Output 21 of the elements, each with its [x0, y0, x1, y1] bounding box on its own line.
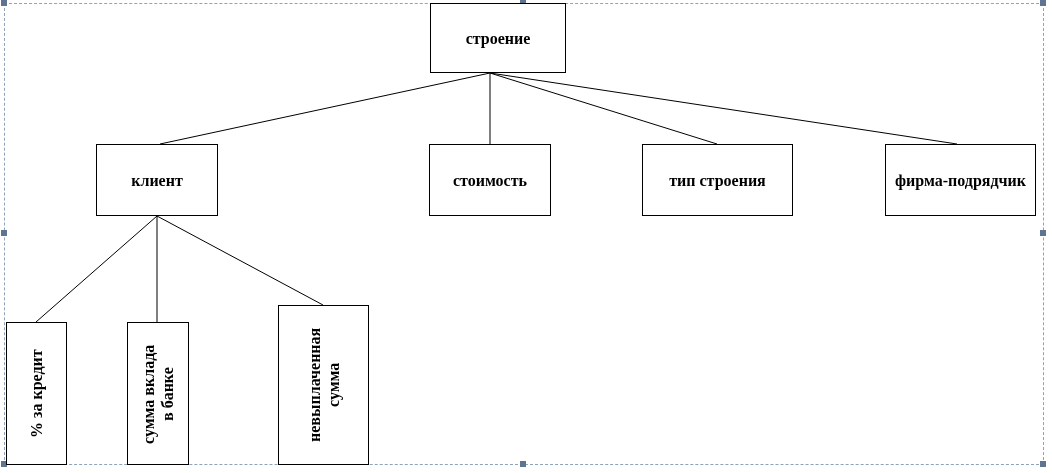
box-label: строение: [465, 28, 531, 48]
tree-box: [430, 3, 566, 73]
tree-box: [642, 144, 793, 216]
box-label: тип строения: [669, 170, 766, 190]
box-label: фирма-подрядчик: [895, 170, 1026, 190]
box-label: клиент: [131, 170, 183, 190]
tree-box: [127, 322, 189, 465]
box-label: % за кредит: [27, 348, 46, 440]
connector-line: [35, 215, 158, 323]
tree-box: [96, 144, 218, 216]
connector-line: [159, 72, 491, 145]
connector-line: [156, 215, 158, 323]
tree-box: [429, 144, 551, 216]
tree-box: [278, 305, 369, 465]
tree-box: [885, 144, 1036, 216]
connector-line: [489, 72, 491, 145]
tree-box: [6, 322, 67, 465]
box-label: сумма вклада в банке: [139, 342, 177, 445]
box-label: стоимость: [452, 170, 528, 190]
box-label: невыплаченная сумма: [304, 326, 343, 445]
connector-line: [156, 215, 324, 306]
